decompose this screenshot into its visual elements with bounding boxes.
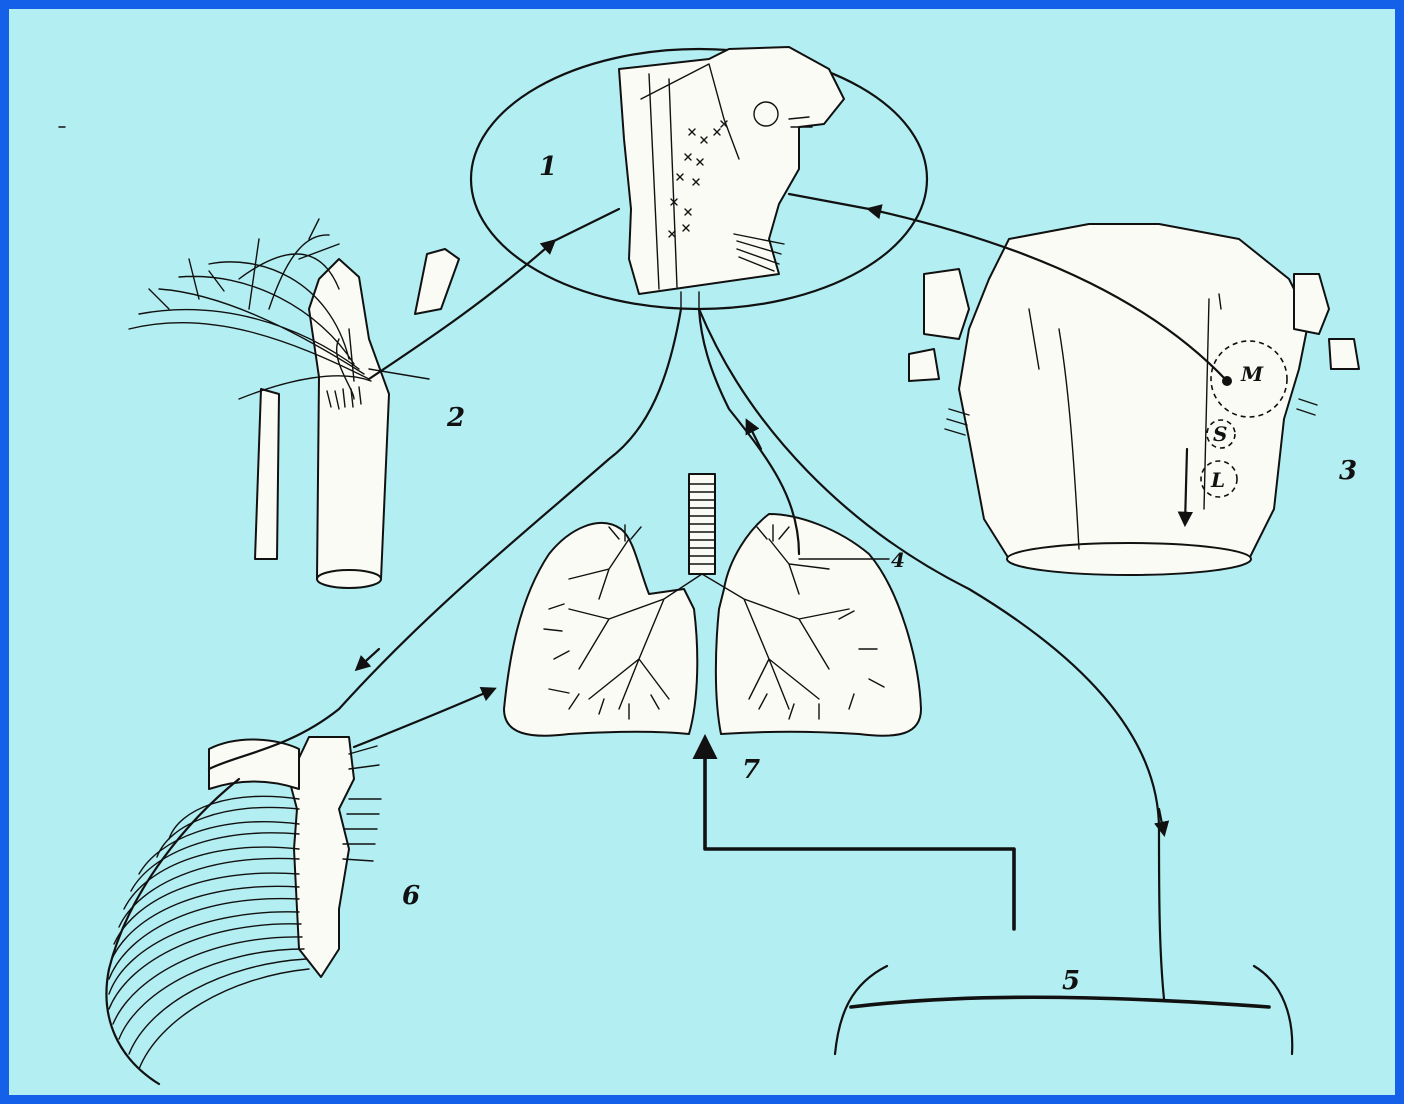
carotid-sinus-group: 2 — [129, 219, 465, 588]
center-l-label: L — [1210, 468, 1225, 492]
jugular-vein — [255, 389, 279, 559]
brainstem-shape — [619, 47, 844, 294]
pons-base — [1007, 543, 1251, 575]
ribs — [109, 796, 309, 1069]
path-carotid-to-brainstem — [369, 241, 554, 379]
respiratory-regulation-diagram: 1 2 M S L 3 — [9, 9, 1395, 1095]
pons-body — [959, 224, 1309, 559]
diaphragm-left — [835, 966, 887, 1054]
center-s-label: S — [1213, 422, 1227, 446]
pons-group: M S L 3 — [909, 224, 1359, 575]
label-diaphragm: 5 — [1062, 966, 1080, 996]
diaphragm-dome — [851, 997, 1269, 1007]
external-carotid — [415, 249, 459, 314]
pons-right-stub — [1329, 339, 1359, 369]
label-rib-cage: 6 — [402, 881, 420, 911]
label-pons: 3 — [1339, 456, 1357, 486]
path-ribs-to-lungs — [354, 689, 494, 747]
diaphragm-group: 5 — [835, 966, 1292, 1054]
pons-left-stub — [909, 349, 939, 381]
label-carotid-sinus: 2 — [446, 403, 465, 433]
left-lung — [504, 523, 697, 736]
diagram-canvas: 1 2 M S L 3 — [9, 9, 1395, 1095]
label-lungs: 7 — [742, 755, 760, 785]
brainstem-group: 1 — [471, 47, 927, 309]
diaphragm-right — [1254, 966, 1292, 1054]
center-m-label: M — [1240, 362, 1264, 386]
pons-right-vessel — [1294, 274, 1329, 334]
artery-opening — [317, 570, 381, 588]
label-brainstem: 1 — [539, 152, 557, 182]
carotid-artery — [309, 259, 389, 579]
pons-left-vessel — [924, 269, 969, 339]
rib-cage-group: 6 — [106, 737, 420, 1084]
lungs-group: 4 7 — [504, 474, 921, 785]
